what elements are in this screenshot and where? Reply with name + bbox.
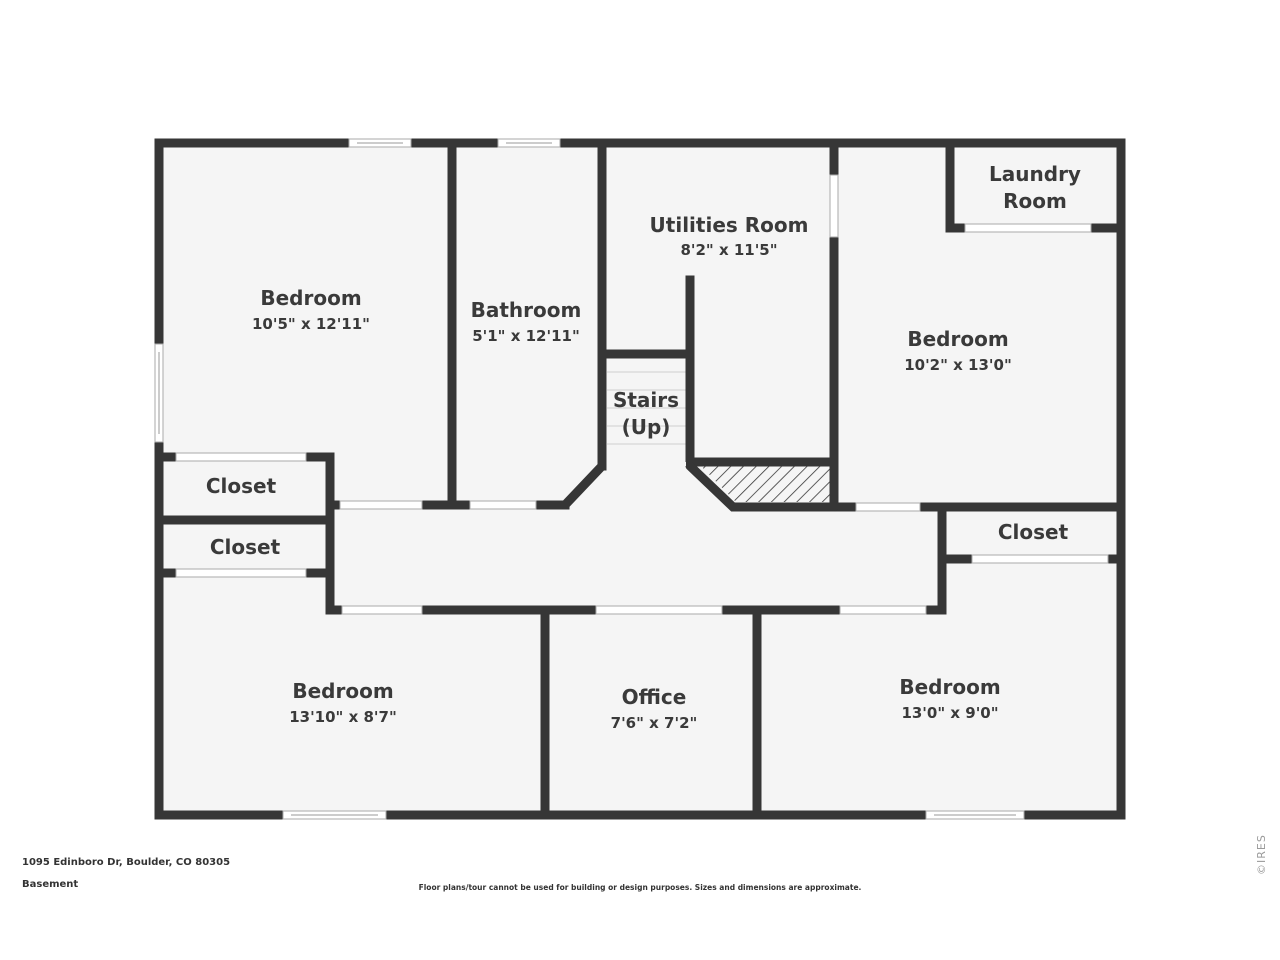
room-name-stairs-line1: Stairs bbox=[613, 388, 679, 412]
room-name-closet-1: Closet bbox=[206, 474, 277, 498]
room-name-laundry-line2: Room bbox=[1003, 189, 1067, 213]
room-name-utilities: Utilities Room bbox=[650, 213, 809, 237]
room-dims-bedroom-nw: 10'5" x 12'11" bbox=[252, 315, 370, 333]
property-address: 1095 Edinboro Dr, Boulder, CO 80305 bbox=[22, 857, 231, 868]
room-name-stairs-line2: (Up) bbox=[622, 415, 671, 439]
hatched-area bbox=[697, 462, 834, 502]
room-dims-bedroom-se: 13'0" x 9'0" bbox=[901, 704, 998, 722]
floor-area bbox=[159, 143, 1121, 815]
stairs-treads bbox=[607, 371, 686, 445]
room-name-closet-3: Closet bbox=[998, 520, 1069, 544]
room-name-bedroom-nw: Bedroom bbox=[260, 286, 361, 310]
room-name-bedroom-sw: Bedroom bbox=[292, 679, 393, 703]
room-name-bathroom: Bathroom bbox=[471, 298, 582, 322]
watermark-logo: ©IRES bbox=[1255, 834, 1268, 875]
room-name-laundry-line1: Laundry bbox=[989, 162, 1081, 186]
disclaimer: Floor plans/tour cannot be used for buil… bbox=[418, 883, 862, 892]
room-name-closet-2: Closet bbox=[210, 535, 281, 559]
room-dims-utilities: 8'2" x 11'5" bbox=[680, 241, 777, 259]
room-name-bedroom-se: Bedroom bbox=[899, 675, 1000, 699]
floor-level: Basement bbox=[22, 879, 79, 890]
window-lines bbox=[158, 142, 1016, 816]
room-dims-bathroom: 5'1" x 12'11" bbox=[472, 327, 580, 345]
room-name-bedroom-ne: Bedroom bbox=[907, 327, 1008, 351]
room-dims-bedroom-ne: 10'2" x 13'0" bbox=[904, 356, 1012, 374]
room-dims-office: 7'6" x 7'2" bbox=[611, 714, 698, 732]
room-name-office: Office bbox=[622, 685, 687, 709]
room-dims-bedroom-sw: 13'10" x 8'7" bbox=[289, 708, 397, 726]
